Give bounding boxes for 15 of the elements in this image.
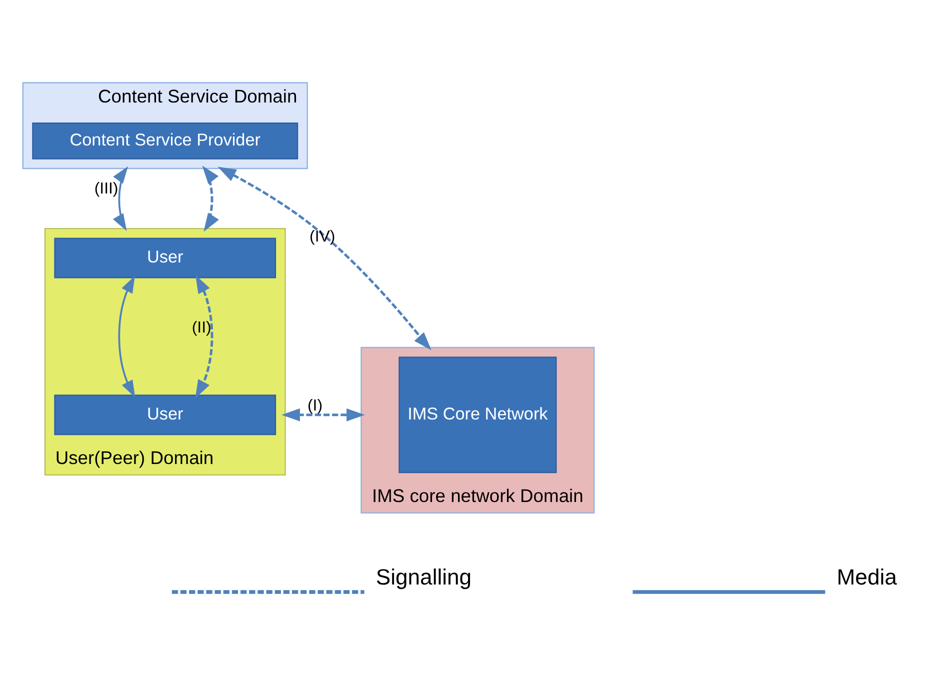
arrow	[218, 166, 432, 350]
node-box: User	[54, 238, 276, 278]
arrow	[118, 276, 136, 398]
node-box: Content Service Provider	[32, 122, 298, 160]
arrow	[112, 166, 128, 231]
node-box: User	[54, 394, 276, 436]
legend-label: Media	[836, 564, 897, 590]
arrow	[282, 408, 365, 422]
legend-label: Signalling	[376, 564, 472, 590]
edge-label: (I)	[308, 397, 323, 414]
edge-label: (III)	[94, 180, 118, 198]
arrow	[202, 166, 219, 232]
arrow	[195, 274, 214, 398]
node-box: IMS Core Network	[398, 356, 557, 474]
edge-label: (II)	[192, 319, 212, 336]
